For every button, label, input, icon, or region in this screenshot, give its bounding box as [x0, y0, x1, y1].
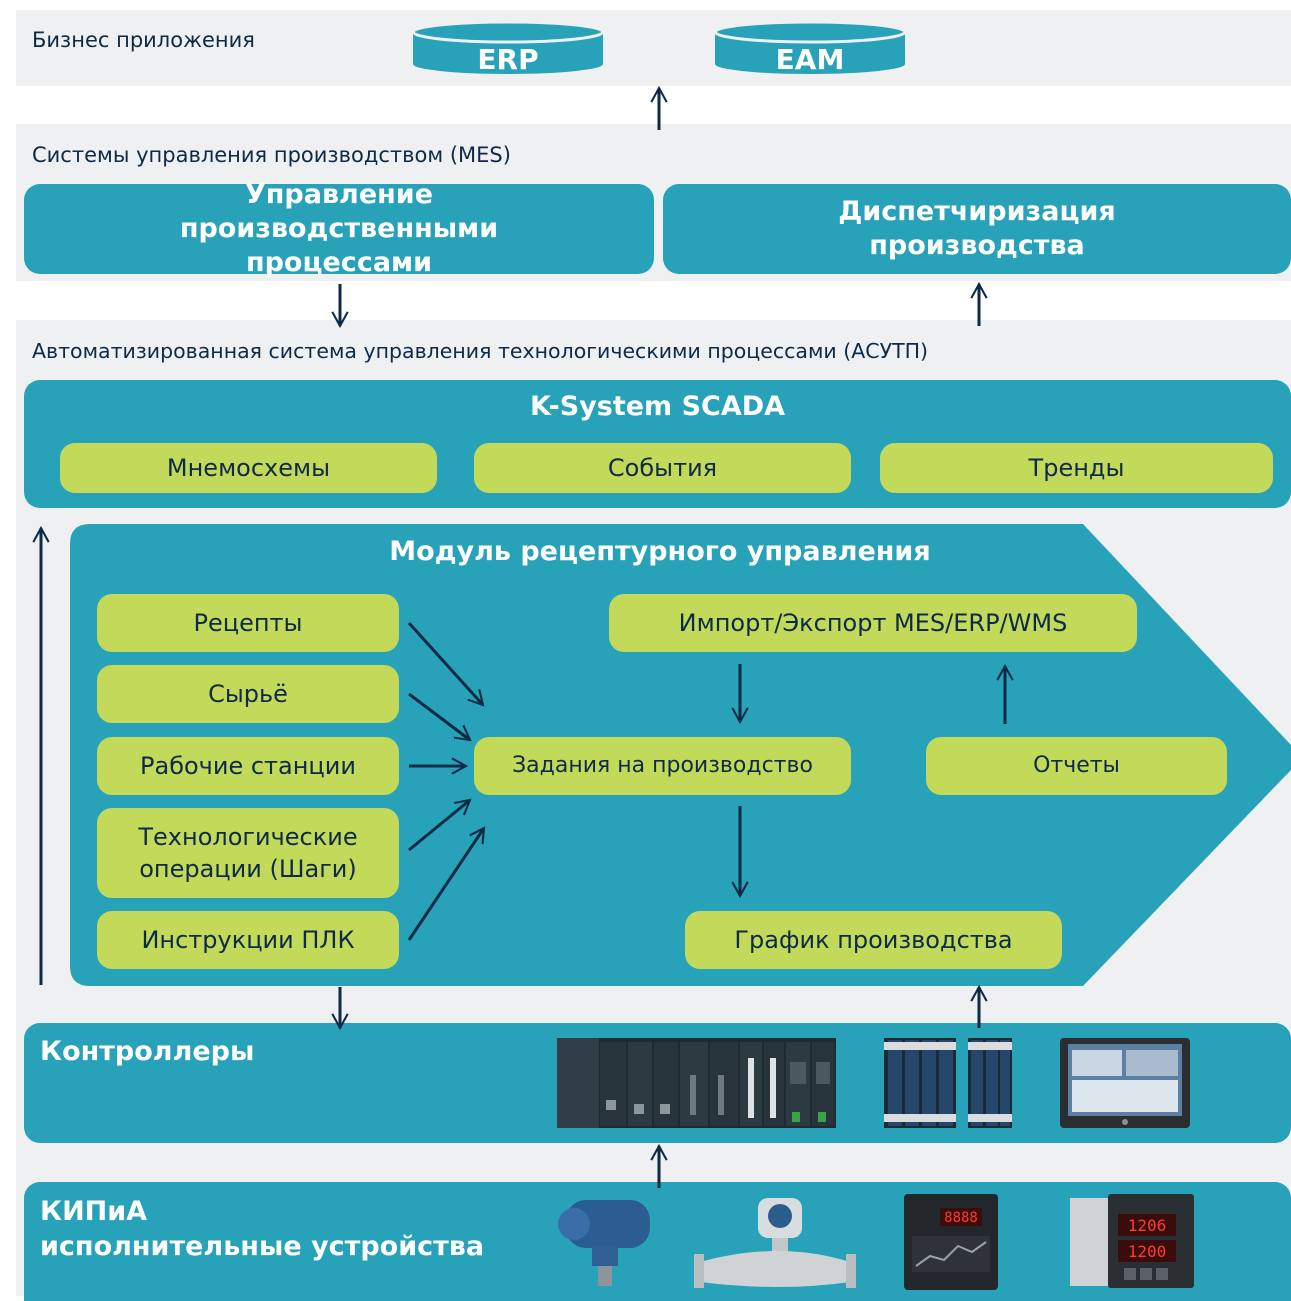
input-plc-instructions: Инструкции ПЛК — [97, 911, 399, 969]
asutp-layer-label: Автоматизированная система управления те… — [32, 339, 929, 363]
field-devices-label-line1: КИПиА — [40, 1196, 148, 1227]
temperature-controller-icon: 1206 1200 — [1070, 1194, 1194, 1288]
process-regulator-icon: 8888 — [904, 1194, 998, 1290]
input-technological-operations: Технологические операции (Шаги) — [97, 808, 399, 898]
eam-label: EAM — [775, 42, 845, 76]
business-band — [16, 10, 1291, 86]
mes-layer-label: Системы управления производством (MES) — [32, 143, 511, 167]
input-workstations: Рабочие станции — [97, 737, 399, 795]
production-process-management-block: Управление производственными процессами — [24, 179, 654, 278]
production-dispatching-block: Диспетчиризация производства — [663, 184, 1291, 274]
pressure-transmitter-icon — [558, 1200, 650, 1286]
arrow-operations-to-tasks — [408, 798, 472, 852]
import-export: Импорт/Экспорт MES/ERP/WMS — [609, 594, 1137, 652]
arrow-raw-materials-to-tasks — [408, 692, 472, 742]
production-tasks: Задания на производство — [474, 737, 851, 795]
production-process-management-label: Управление производственными процессами — [179, 179, 499, 278]
scada-item-events: События — [474, 443, 851, 493]
production-dispatching-label: Диспетчиризация производства — [838, 196, 1116, 261]
arrow-plc-instructions-to-tasks — [407, 826, 486, 941]
erp-label: ERP — [477, 42, 539, 76]
reports: Отчеты — [926, 737, 1227, 795]
erp-database-icon — [411, 20, 605, 74]
field-devices-label-line2: исполнительные устройства — [40, 1231, 485, 1262]
recipe-module-title: Модуль рецептурного управления — [389, 536, 931, 567]
controllers-label: Контроллеры — [40, 1036, 255, 1067]
eam-database-icon — [713, 20, 907, 74]
scada-item-mnemonics: Мнемосхемы — [60, 443, 437, 493]
plc-rack-icon — [557, 1038, 836, 1128]
arrow-recipes-to-tasks — [407, 621, 485, 707]
svg-text:1200: 1200 — [1128, 1242, 1167, 1261]
business-layer-label: Бизнес приложения — [32, 28, 255, 52]
io-modules-icon — [884, 1038, 1012, 1128]
scada-item-trends: Тренды — [880, 443, 1273, 493]
input-raw-materials: Сырьё — [97, 665, 399, 723]
scada-title: K-System SCADA — [529, 391, 786, 422]
svg-text:8888: 8888 — [944, 1210, 978, 1226]
flowmeter-icon — [694, 1198, 856, 1288]
input-recipes: Рецепты — [97, 594, 399, 652]
production-schedule: График производства — [685, 911, 1062, 969]
svg-text:1206: 1206 — [1128, 1216, 1167, 1235]
hmi-panel-icon — [1060, 1038, 1190, 1128]
